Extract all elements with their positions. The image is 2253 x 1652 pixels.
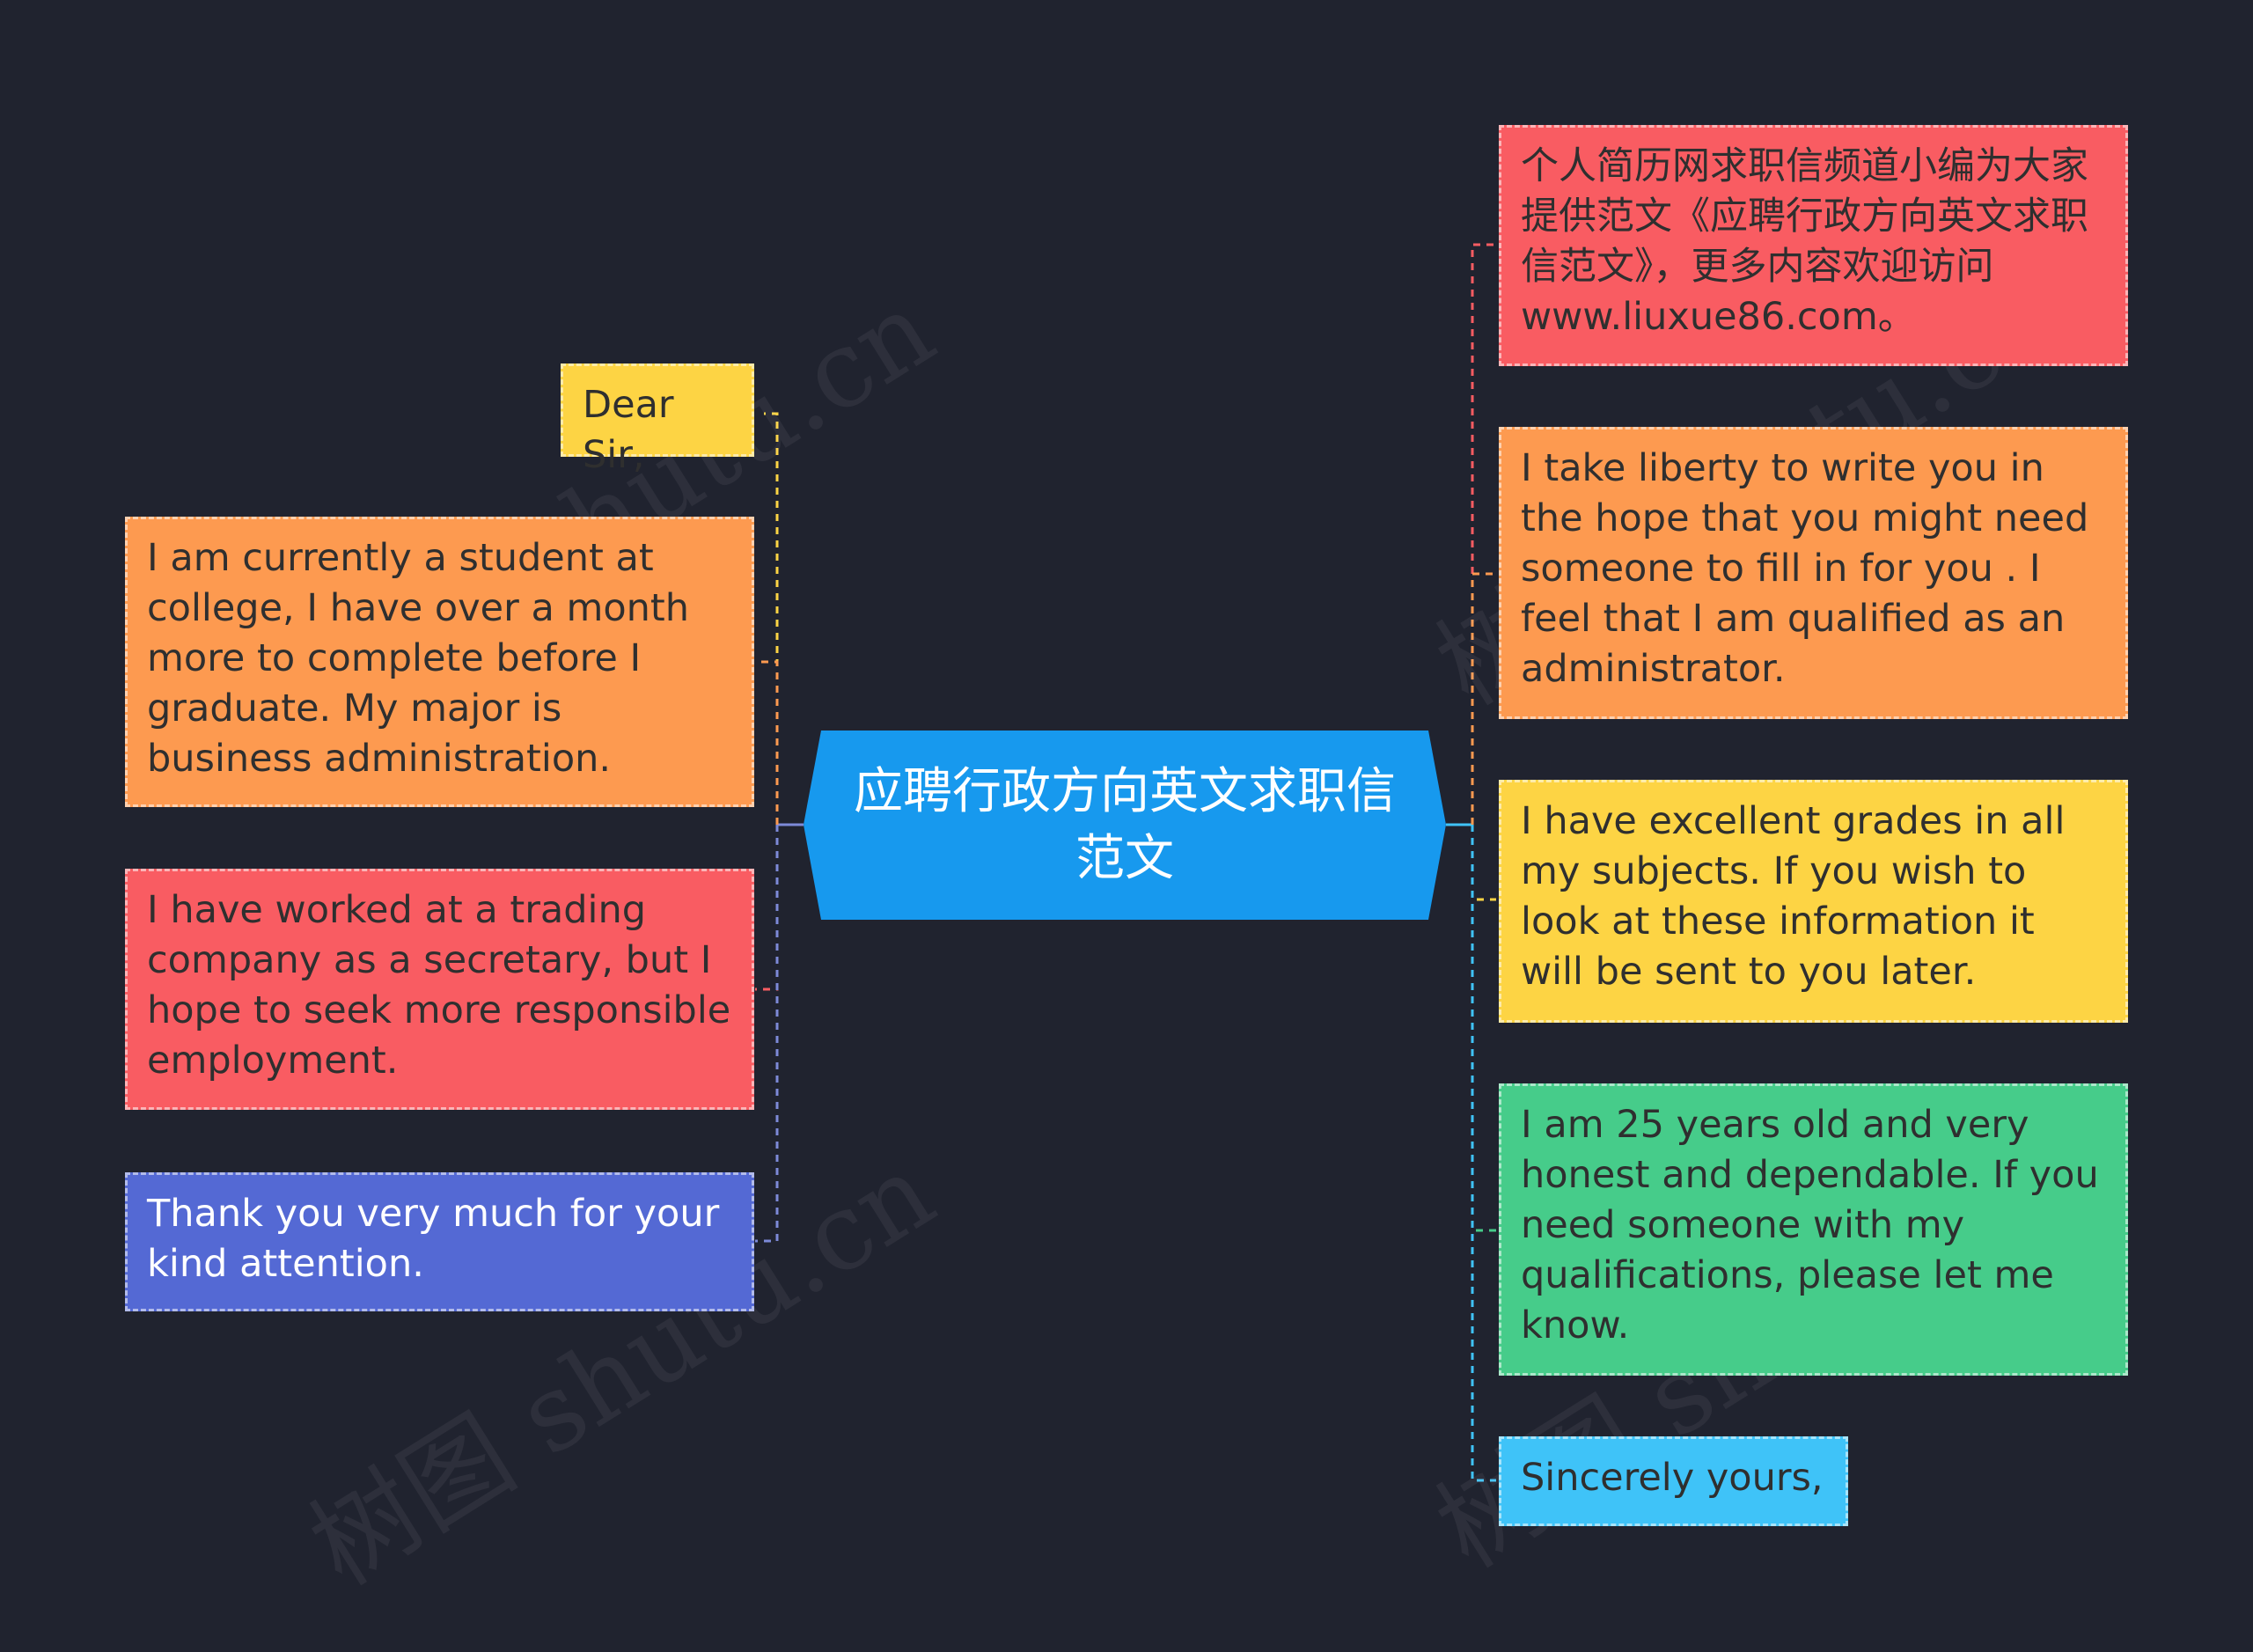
right-node-liberty[interactable]: I take liberty to write you in the hope … [1499,427,2128,719]
node-text: I am 25 years old and very honest and de… [1521,1103,2099,1347]
node-text: Thank you very much for your kind attent… [147,1192,720,1286]
node-text: I have worked at a trading company as a … [147,888,731,1083]
right-node-grades[interactable]: I have excellent grades in all my subjec… [1499,780,2128,1023]
node-text: Sincerely yours, [1521,1456,1824,1500]
left-node-student[interactable]: I am currently a student at college, I h… [125,517,754,807]
left-node-dear-sir[interactable]: Dear Sir, [561,363,754,477]
node-text: Dear Sir, [583,383,674,477]
right-node-intro[interactable]: 个人简历网求职信频道小编为大家提供范文《应聘行政方向英文求职信范文》，更多内容欢… [1499,125,2128,366]
right-node-sincerely[interactable]: Sincerely yours, [1499,1436,1848,1526]
left-node-thank-you[interactable]: Thank you very much for your kind attent… [125,1172,754,1311]
right-node-age[interactable]: I am 25 years old and very honest and de… [1499,1083,2128,1376]
node-text: I take liberty to write you in the hope … [1521,446,2089,691]
central-topic-label: 应聘行政方向英文求职信范文 [854,762,1396,887]
node-text: 个人简历网求职信频道小编为大家提供范文《应聘行政方向英文求职信范文》，更多内容欢… [1521,144,2088,339]
left-node-experience[interactable]: I have worked at a trading company as a … [125,869,754,1110]
node-text: I have excellent grades in all my subjec… [1521,799,2066,994]
node-text: I am currently a student at college, I h… [147,536,690,781]
central-topic[interactable]: 应聘行政方向英文求职信范文 [804,731,1446,920]
